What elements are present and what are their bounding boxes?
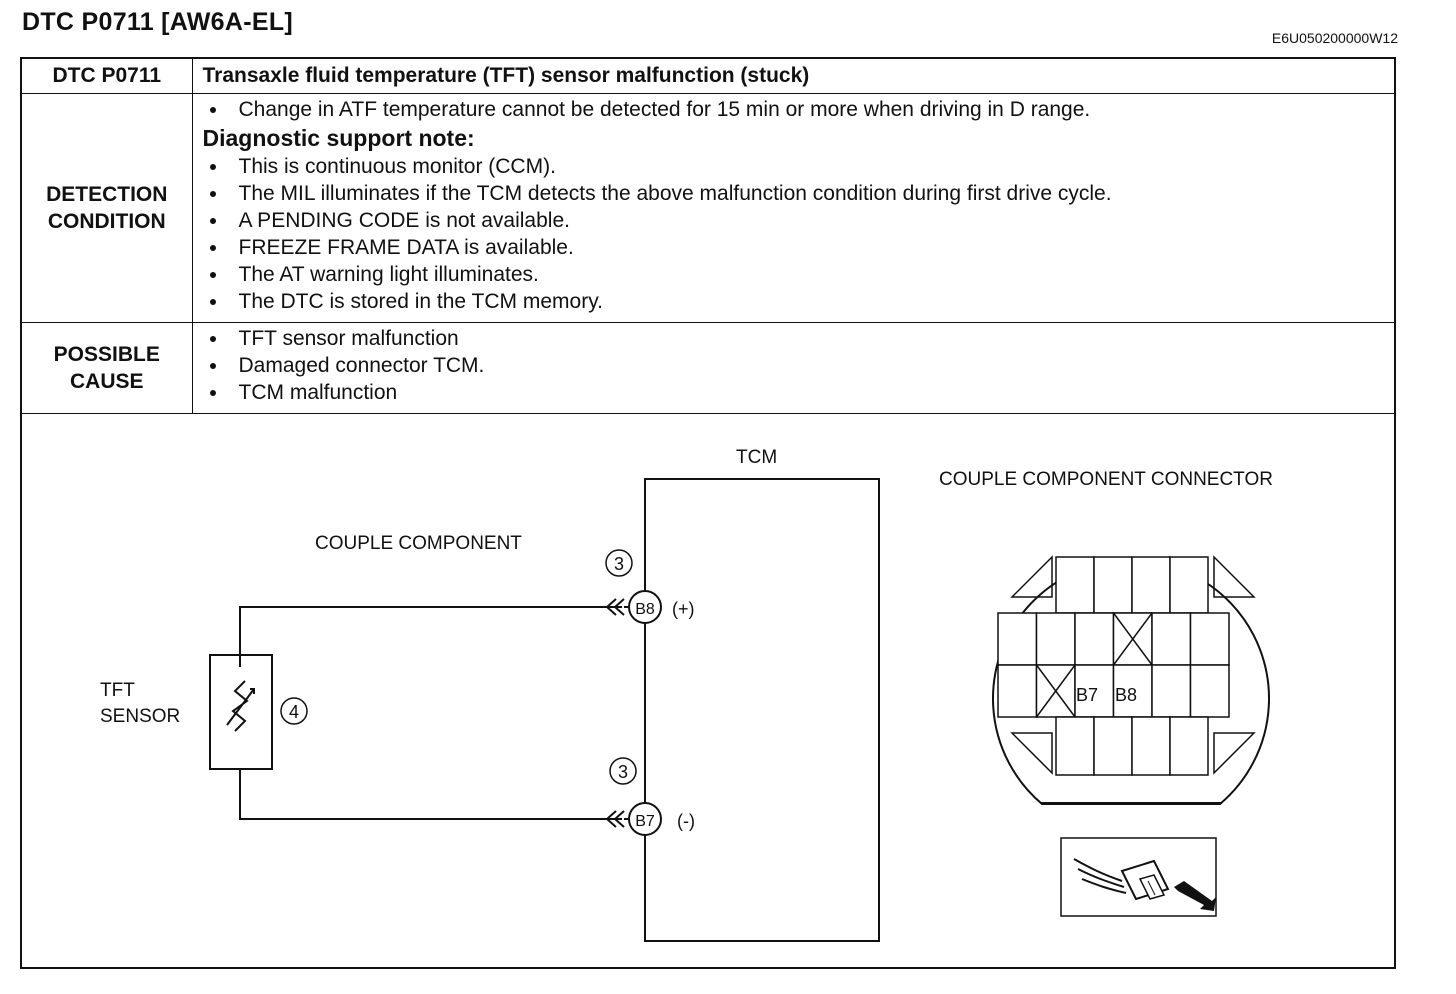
connector-title: COUPLE COMPONENT CONNECTOR — [939, 469, 1273, 490]
connector-pin-cell — [1055, 556, 1095, 614]
list-item: A PENDING CODE is not available. — [203, 207, 1395, 234]
possible-cause-content-cell: TFT sensor malfunction Damaged connector… — [191, 322, 1395, 414]
connector-pin-cell — [1189, 612, 1230, 666]
tcm-box — [644, 478, 880, 942]
list-item: The MIL illuminates if the TCM detects t… — [203, 180, 1395, 207]
connector-pin-cell — [1169, 556, 1209, 614]
pin-b8-polarity: (+) — [672, 599, 695, 619]
connector-pin-b8-label: B8 — [1115, 685, 1137, 705]
content-frame: DTC P0711 Transaxle fluid temperature (T… — [20, 57, 1396, 969]
list-item: Change in ATF temperature cannot be dete… — [203, 96, 1395, 123]
wire-ref-bottom-number: 3 — [618, 762, 628, 782]
dtc-description-cell: Transaxle fluid temperature (TFT) sensor… — [191, 59, 1394, 94]
chevron-double-icon — [605, 598, 625, 616]
connector-pin-cell — [997, 612, 1038, 666]
list-item: TCM malfunction — [203, 379, 1395, 406]
wire-ref-top-circle — [605, 549, 633, 577]
connector-pin-cell — [1189, 664, 1230, 718]
connector-pin-cell — [1093, 556, 1133, 614]
connector-pin-cell — [1151, 612, 1192, 666]
detection-label-cell: DETECTION CONDITION — [22, 93, 193, 323]
connector-pin-cell — [1074, 612, 1115, 666]
sensor-label-line2: SENSOR — [100, 706, 180, 727]
list-item: Damaged connector TCM. — [203, 352, 1395, 379]
diagnostic-notes-list: This is continuous monitor (CCM). The MI… — [203, 153, 1395, 315]
possible-cause-label-line1: POSSIBLE — [53, 343, 160, 366]
chevron-double-icon — [605, 810, 625, 828]
connector-tabs — [1010, 555, 1256, 775]
list-item: This is continuous monitor (CCM). — [203, 153, 1395, 180]
connector-pin-labels: B7 B8 — [1076, 685, 1137, 705]
connector-pin-cell — [1151, 664, 1192, 718]
connector-pin-cell — [1074, 664, 1115, 718]
possible-cause-label-line2: CAUSE — [69, 370, 144, 393]
detection-condition-list: Change in ATF temperature cannot be dete… — [203, 96, 1395, 123]
list-item: The DTC is stored in the TCM memory. — [203, 288, 1395, 315]
list-item: TFT sensor malfunction — [203, 325, 1395, 352]
wire-b8 — [239, 606, 622, 667]
connector-pin-cell — [1055, 716, 1095, 776]
detection-content-cell: Change in ATF temperature cannot be dete… — [191, 93, 1395, 323]
connector-pin-cell — [1093, 716, 1133, 776]
connector-illustration — [1060, 837, 1217, 917]
wire-b7 — [239, 769, 622, 820]
connector-pin-cell — [1169, 716, 1209, 776]
sensor-ref-number: 4 — [289, 702, 299, 722]
detection-label-line1: DETECTION — [46, 183, 168, 206]
detection-row: DETECTION CONDITION Change in ATF temper… — [22, 93, 1395, 323]
wiring-diagram: TCM COUPLE COMPONENT TFT SENSOR 4 3 3 B8… — [100, 447, 1273, 942]
dtc-info-table: DTC P0711 Transaxle fluid temperature (T… — [22, 59, 1394, 414]
tft-sensor-box — [209, 654, 273, 770]
connector-pin-cell — [997, 664, 1038, 718]
wire-ref-top-number: 3 — [614, 554, 624, 574]
couple-component-label: COUPLE COMPONENT — [315, 533, 522, 554]
pin-b8-label: B8 — [635, 601, 655, 618]
connector-pin-grid — [997, 556, 1230, 776]
connector-pin-cell — [1035, 612, 1076, 666]
blank-pin-cross — [1035, 664, 1076, 718]
detection-label-line2: CONDITION — [47, 210, 166, 233]
wire-ref-bottom-circle — [609, 757, 637, 785]
list-item: The AT warning light illuminates. — [203, 261, 1395, 288]
connector-pin-cell — [1131, 556, 1171, 614]
table-header-row: DTC P0711 Transaxle fluid temperature (T… — [22, 59, 1394, 94]
list-item: FREEZE FRAME DATA is available. — [203, 234, 1395, 261]
pin-b8-circle — [628, 590, 662, 624]
insert-arrow-icon — [1174, 881, 1216, 911]
dtc-code-cell: DTC P0711 — [22, 59, 193, 94]
connector-pin-b7-label: B7 — [1076, 685, 1098, 705]
sensor-ref-circle — [280, 697, 308, 725]
document-title: DTC P0711 [AW6A-EL] — [22, 8, 294, 36]
blank-pin-cross — [1112, 612, 1153, 666]
document-code: E6U050200000W12 — [1271, 30, 1398, 46]
possible-cause-list: TFT sensor malfunction Damaged connector… — [203, 325, 1395, 406]
sensor-label-line1: TFT — [100, 680, 135, 701]
pin-b7-label: B7 — [635, 813, 655, 830]
possible-cause-row: POSSIBLE CAUSE TFT sensor malfunction Da… — [22, 322, 1395, 414]
tcm-label: TCM — [736, 447, 777, 468]
possible-cause-label-cell: POSSIBLE CAUSE — [22, 322, 193, 414]
diagnostic-note-heading: Diagnostic support note: — [202, 125, 475, 151]
pin-b7-polarity: (-) — [677, 811, 695, 831]
pin-b7-circle — [628, 802, 662, 836]
connector-pin-cell — [1131, 716, 1171, 776]
